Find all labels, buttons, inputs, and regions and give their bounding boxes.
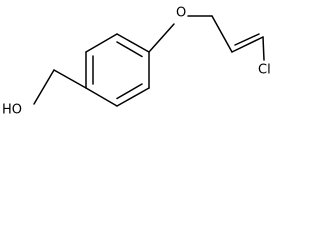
ring-double-bond <box>116 41 143 58</box>
ch2-ch-bond <box>211 15 233 53</box>
hydroxyl-label: HO <box>2 103 22 118</box>
oxygen-ether-label: O <box>176 6 186 21</box>
alkene-double-bond-inner <box>234 33 260 46</box>
chemical-structure: O Cl HO <box>2 6 271 118</box>
c-o-bond <box>33 69 55 105</box>
chlorine-label: Cl <box>258 63 271 78</box>
ring-bond <box>116 87 150 107</box>
ring-bond <box>85 87 118 107</box>
ring-bond <box>116 33 150 53</box>
benzene-ring <box>85 33 150 107</box>
ch2-bond <box>53 69 87 89</box>
ring-double-bond <box>116 83 143 100</box>
c-cl-bond <box>262 36 265 61</box>
ring-bond <box>85 33 118 53</box>
alkene-double-bond <box>231 36 264 53</box>
ring-o-bond <box>148 23 175 53</box>
